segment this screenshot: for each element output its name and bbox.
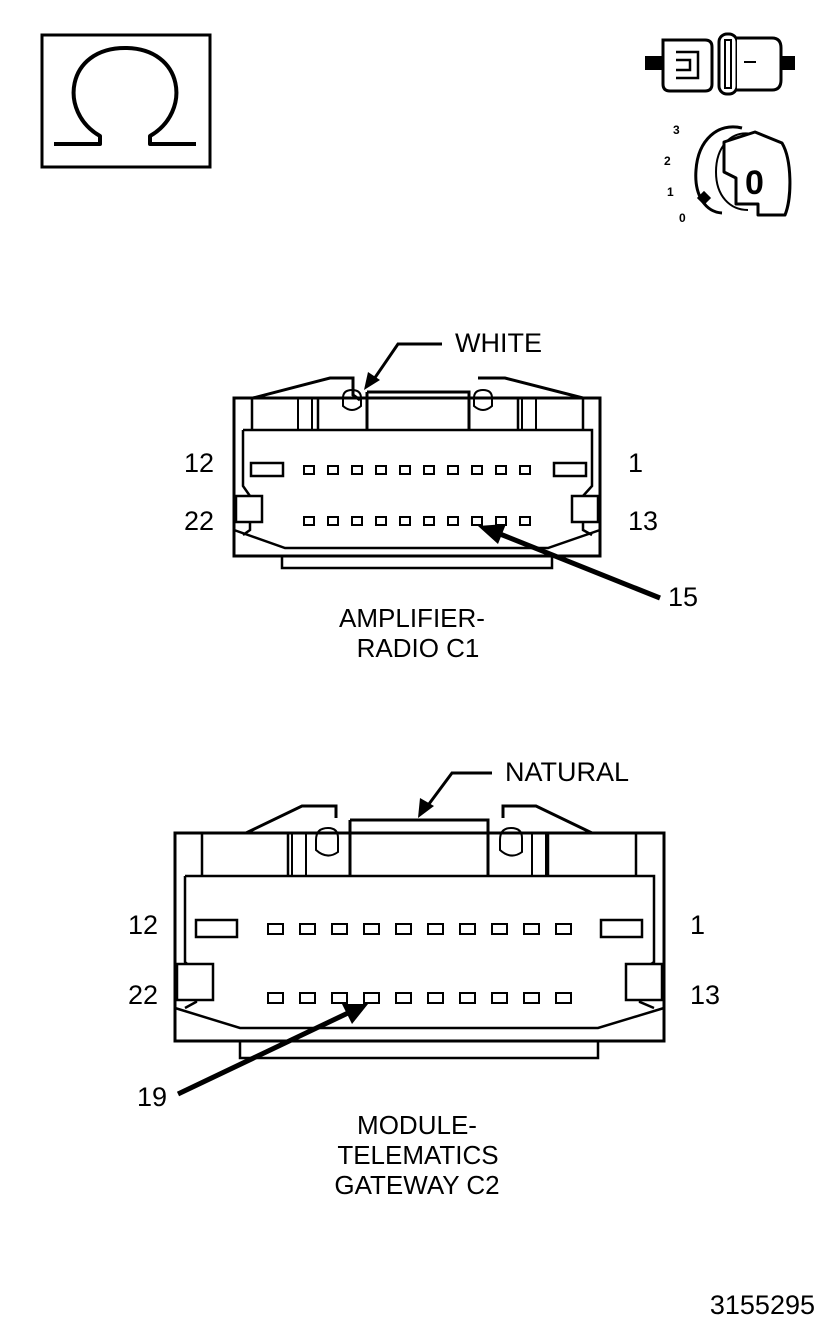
connector-c1 bbox=[232, 376, 602, 570]
c2-pin-1: 1 bbox=[690, 910, 705, 940]
c2-pin-13: 13 bbox=[690, 980, 720, 1010]
c1-pin-12: 12 bbox=[184, 448, 214, 478]
c1-callout-pin: 15 bbox=[668, 582, 698, 612]
ignition-position-3: 3 bbox=[673, 123, 680, 137]
c2-name-line1: MODULE- bbox=[357, 1110, 477, 1140]
connector-disconnected-icon bbox=[645, 32, 795, 96]
ignition-position-1: 1 bbox=[667, 185, 674, 199]
c2-pin-12: 12 bbox=[128, 910, 158, 940]
c2-color-leader bbox=[418, 771, 492, 818]
c2-callout-pin: 19 bbox=[137, 1082, 167, 1112]
c2-pin-callout-arrow bbox=[176, 1004, 368, 1097]
c1-pin-1: 1 bbox=[628, 448, 643, 478]
c1-name-line1: AMPLIFIER- bbox=[339, 603, 485, 633]
c1-color-leader bbox=[364, 342, 442, 390]
ohm-icon bbox=[40, 33, 212, 169]
ignition-key-label: 0 bbox=[745, 164, 764, 202]
c2-name-line2: TELEMATICS bbox=[337, 1140, 498, 1170]
c2-color-label: NATURAL bbox=[505, 757, 629, 787]
c2-pin-22: 22 bbox=[128, 980, 158, 1010]
c1-pin-13: 13 bbox=[628, 506, 658, 536]
c1-pin-callout-arrow bbox=[478, 524, 661, 601]
ignition-position-0: 0 bbox=[679, 211, 686, 225]
ignition-position-2: 2 bbox=[664, 154, 671, 168]
c2-name-line3: GATEWAY C2 bbox=[334, 1170, 499, 1200]
ignition-key-off-icon: 3 2 1 0 0 bbox=[664, 123, 792, 225]
c1-color-label: WHITE bbox=[455, 328, 542, 358]
figure-number: 3155295 bbox=[710, 1290, 815, 1320]
c1-pin-22: 22 bbox=[184, 506, 214, 536]
connector-c2 bbox=[173, 804, 666, 1060]
c1-name-line2: RADIO C1 bbox=[357, 633, 480, 663]
